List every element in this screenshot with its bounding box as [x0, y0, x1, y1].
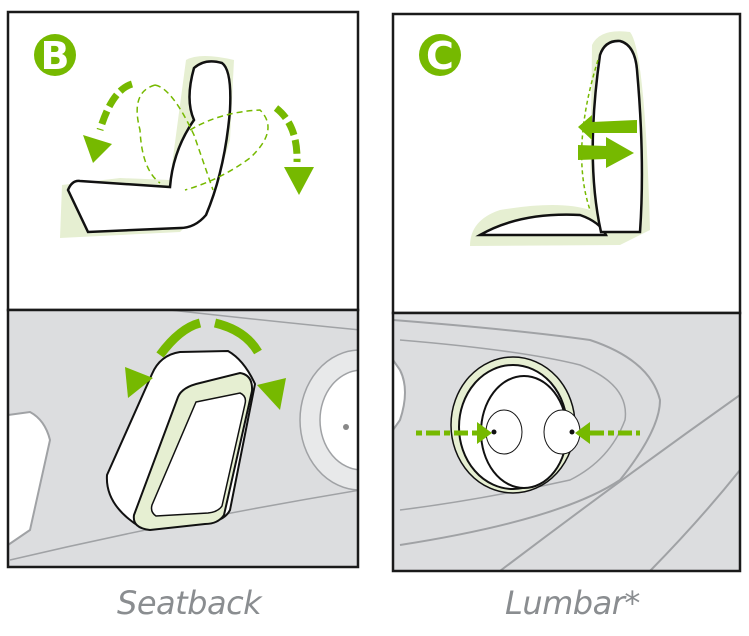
lumbar-seat-icon [470, 31, 650, 246]
seatback-bottom-frame [6, 308, 360, 569]
lumbar-panel: C [391, 12, 742, 573]
lumbar-caption: Lumbar* [505, 584, 640, 622]
seat-recline-icon [60, 56, 314, 238]
seatback-panel: B [6, 10, 360, 569]
seatback-control-view [8, 310, 358, 567]
lumbar-control-view [393, 313, 740, 571]
seatback-caption: Seatback [117, 584, 262, 622]
badge-b-label: B [41, 34, 70, 78]
lumbar-bottom-frame [391, 311, 742, 573]
badge-c-icon [419, 34, 461, 76]
badge-b-icon [34, 34, 76, 76]
badge-c-label: C [426, 34, 454, 78]
